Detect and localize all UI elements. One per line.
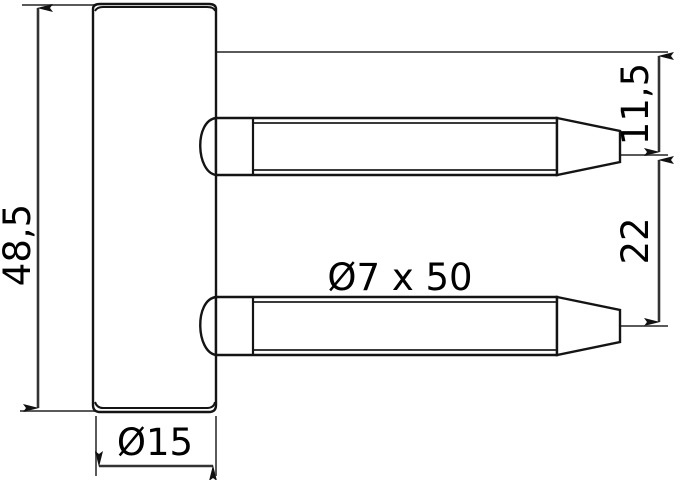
- dimension-overall-height: 48,5: [0, 3, 53, 412]
- body-outline: [91, 2, 218, 414]
- dimension-upper-gap: 11,5: [614, 52, 674, 156]
- dim-label-overall-height: 48,5: [0, 204, 39, 286]
- dimension-pin-spacing: 22: [614, 156, 674, 326]
- body-edge-details: [94, 6, 216, 409]
- dim-label-upper-gap: 11,5: [614, 63, 657, 145]
- body-bottom-inner-line: [94, 401, 216, 409]
- annotation-pin-spec: Ø7 x 50: [327, 256, 472, 299]
- dim-label-pin-spacing: 22: [614, 217, 657, 264]
- lower-pin-tip: [555, 295, 622, 357]
- dim-label-body-width: Ø15: [117, 421, 193, 464]
- body-top-inner-line: [94, 6, 216, 12]
- lower-pin: [199, 295, 622, 357]
- upper-pin-tip: [555, 116, 622, 177]
- upper-pin: [199, 116, 622, 177]
- upper-pin-shank: [214, 116, 559, 177]
- dimension-body-width: Ø15: [95, 421, 217, 480]
- hinge-body: [91, 2, 218, 414]
- lower-pin-shank: [214, 295, 559, 357]
